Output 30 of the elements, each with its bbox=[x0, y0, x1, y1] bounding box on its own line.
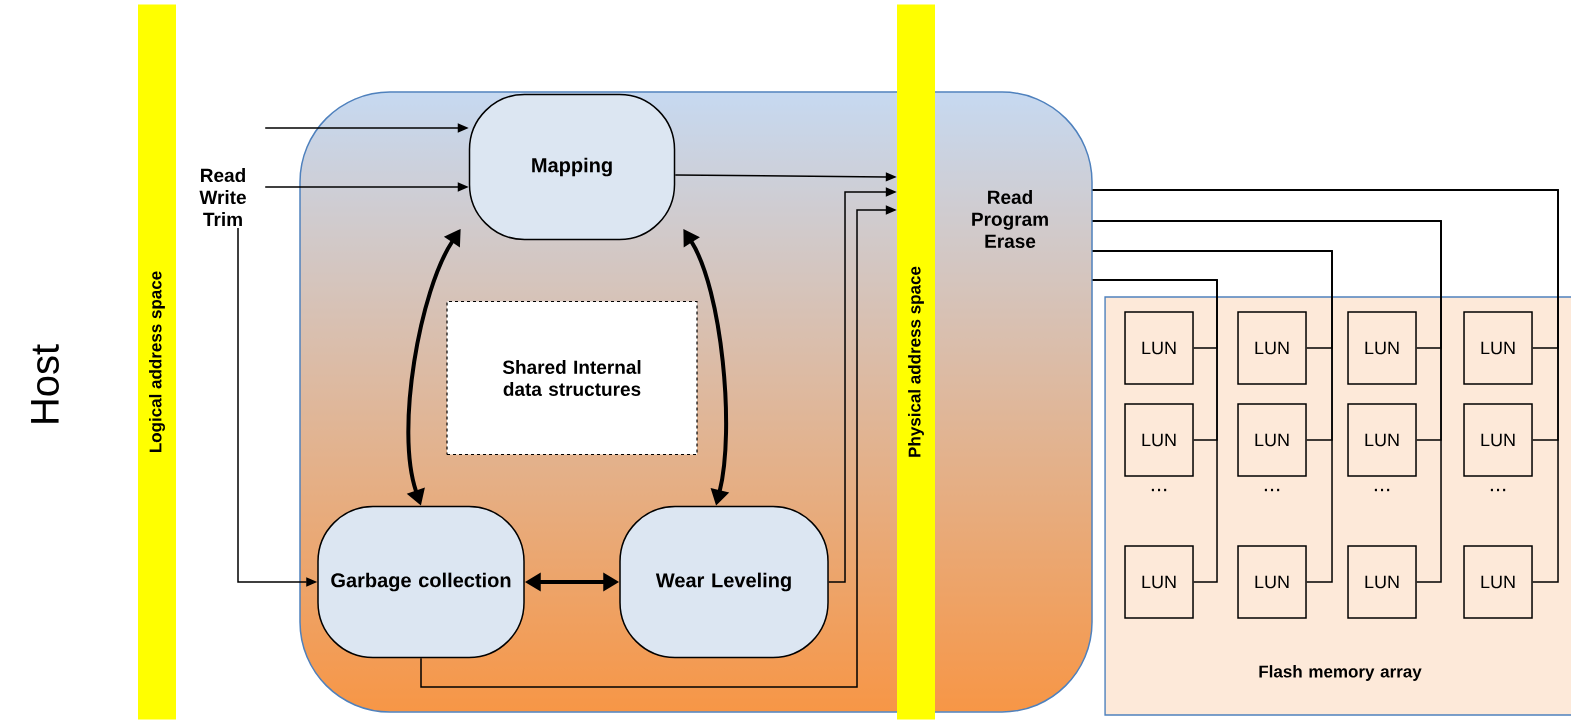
process-box: Wear Leveling bbox=[619, 505, 829, 659]
lun-box: LUN bbox=[1347, 311, 1417, 385]
lun-box: LUN bbox=[1124, 311, 1194, 385]
lun-box: LUN bbox=[1347, 403, 1417, 477]
ellipsis: ... bbox=[1490, 488, 1506, 492]
bus-line bbox=[1092, 250, 1333, 583]
bus-line bbox=[1092, 279, 1218, 583]
ellipsis: ... bbox=[1151, 488, 1167, 492]
lun-box: LUN bbox=[1124, 545, 1194, 619]
bus-line bbox=[1092, 189, 1559, 583]
lun-box: LUN bbox=[1463, 403, 1533, 477]
address-band: Physical address space bbox=[897, 4, 935, 720]
process-box: Mapping bbox=[468, 93, 676, 241]
ellipsis: ... bbox=[1374, 488, 1390, 492]
lun-box: LUN bbox=[1463, 311, 1533, 385]
lun-box: LUN bbox=[1237, 403, 1307, 477]
lun-box: LUN bbox=[1463, 545, 1533, 619]
lun-box: LUN bbox=[1347, 545, 1417, 619]
lun-box: LUN bbox=[1124, 403, 1194, 477]
command-label: Read Program Erase bbox=[972, 190, 1048, 248]
process-box: Garbage collection bbox=[317, 505, 525, 659]
lun-box: LUN bbox=[1237, 545, 1307, 619]
ellipsis: ... bbox=[1264, 488, 1280, 492]
address-band: Logical address space bbox=[138, 4, 176, 720]
panel-title: Flash memory array bbox=[1259, 665, 1422, 681]
data-box: Shared Internal data structures bbox=[446, 300, 698, 456]
host-label: Host bbox=[31, 344, 59, 423]
lun-box: LUN bbox=[1237, 311, 1307, 385]
command-label: Read Write Trim bbox=[199, 168, 246, 226]
bus-line bbox=[1092, 220, 1442, 583]
